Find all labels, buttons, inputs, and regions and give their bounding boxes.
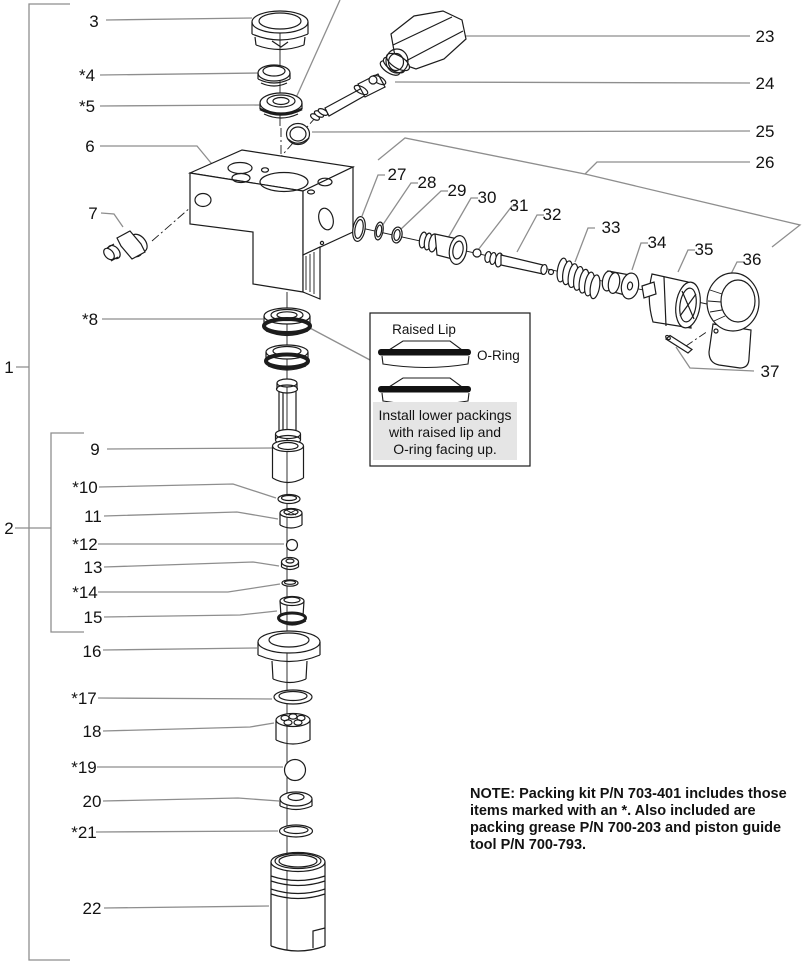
callout-32: 32 [543,205,562,224]
leader-lines [15,0,802,961]
callout-15: 15 [84,608,103,627]
part-22-cylinder [270,851,326,952]
callout-28: 28 [418,173,437,192]
callout-9: 9 [90,440,99,459]
inset-raised-lip-label: Raised Lip [392,322,456,337]
part-8-packings [262,307,312,371]
callout-16: 16 [83,642,102,661]
callout-8: *8 [82,310,98,329]
callout-31: 31 [510,196,529,215]
part-28-washer [374,221,384,241]
part-25-ring [285,122,311,146]
callout-3: 3 [89,12,98,31]
callout-1: 1 [4,358,13,377]
inset-leader [307,326,371,361]
callout-33: 33 [602,218,621,237]
part-14-washer [281,579,299,587]
part-6-pump-block [187,149,356,300]
parts [103,10,760,952]
callout-17: *17 [71,689,97,708]
part-18-valve-seat [275,712,311,745]
bracket-1 [16,3,70,961]
part-3-cap [251,10,309,51]
callout-10: *10 [72,478,98,497]
part-12-ball [285,538,299,552]
note-line-3: packing grease P/N 700-203 and piston gu… [470,820,781,836]
inset-instruction-line1: Install lower packings [378,407,511,423]
part-21-oring [278,824,314,838]
callout-26: 26 [756,153,775,172]
inset-instruction-line3: O-ring facing up. [393,441,497,457]
callout-13: 13 [84,558,103,577]
callout-34: 34 [648,233,667,252]
callout-22: 22 [83,899,102,918]
part-27-oring [352,216,366,242]
part-15-cage [277,595,307,626]
callout-18: 18 [83,722,102,741]
part-29-ring [391,226,403,244]
part-34-retainer [601,270,640,300]
part-16-seat-housing [257,630,321,684]
part-35-valve-body [641,273,701,329]
inset-oring-label: O-Ring [477,348,520,363]
callout-37: 37 [761,362,780,381]
part-13-seat [280,556,300,571]
callout-14: *14 [72,583,98,602]
callout-11: 11 [84,507,102,526]
part-9-piston [271,378,305,484]
callout-27: 27 [388,165,407,184]
callout-12: *12 [72,535,98,554]
callout-30: 30 [478,188,497,207]
part-7-fitting [103,230,148,262]
part-36-handle-knob [706,272,760,369]
note-line-4: tool P/N 700-793. [470,837,586,853]
part-30-valve-housing [418,231,468,265]
callout-19: *19 [71,758,97,777]
callout-25: 25 [756,122,775,141]
callout-20: 20 [83,792,102,811]
callout-29: 29 [448,181,467,200]
part-32-stem [484,250,555,276]
callout-7: 7 [88,204,97,223]
part-4-packing-ring [257,64,291,87]
callout-labels: 1 2 3 *4 *5 6 7 *8 9 *10 11 *12 13 *14 1… [4,12,779,918]
inset-box: Raised Lip O-Ring Install lower packings… [369,312,531,467]
callout-35: 35 [695,240,714,259]
part-31-ball [472,248,482,258]
callout-2: 2 [4,519,13,538]
packing-glyph-1 [378,340,471,369]
part-24-rod [309,73,387,121]
part-20-washer [279,791,313,811]
callout-24: 24 [756,74,775,93]
note-line-1: NOTE: Packing kit P/N 703-401 includes t… [470,786,787,802]
note-line-2: items marked with an *. Also included ar… [470,803,756,819]
callout-5: *5 [79,97,95,116]
bracket-2 [15,432,84,633]
inset-instruction-line2: with raised lip and [388,424,501,440]
part-11-guide [279,507,303,529]
part-19-ball [283,758,307,782]
inset-instruction-bg [373,402,517,460]
note-block: NOTE: Packing kit P/N 703-401 includes t… [470,786,787,853]
callout-36: 36 [743,250,762,269]
callout-23: 23 [756,27,775,46]
part-37-pin [665,334,693,354]
part-10-oring [277,493,301,505]
part-5-packing-nut [259,92,303,119]
callout-6: 6 [85,137,94,156]
callout-21: *21 [71,823,97,842]
callout-4: *4 [79,66,95,85]
part-33-spring [556,257,601,300]
part-17-oring [273,689,313,705]
part-23-handle [379,10,467,76]
